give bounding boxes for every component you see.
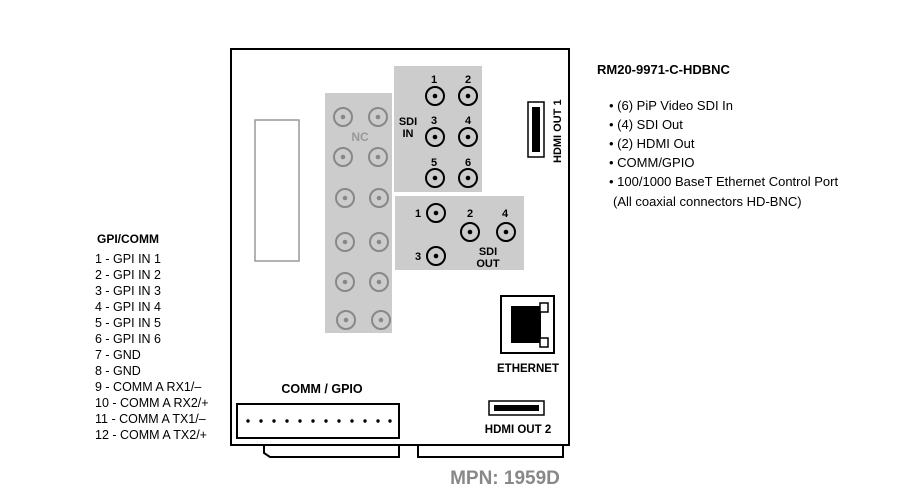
- nc-label: NC: [351, 130, 369, 144]
- pin-item: 12 - COMM A TX2/+: [95, 428, 207, 442]
- pin-item: 4 - GPI IN 4: [95, 300, 161, 314]
- ethernet-label: ETHERNET: [497, 363, 559, 375]
- ethernet-led: [539, 302, 549, 313]
- sdi-in-label-2: IN: [403, 128, 414, 140]
- pin-item: 7 - GND: [95, 348, 141, 362]
- terminal-pin: [376, 419, 380, 423]
- pin-item: 2 - GPI IN 2: [95, 268, 161, 282]
- sdi-out-number: 4: [502, 208, 509, 220]
- ethernet-led: [539, 337, 549, 348]
- ethernet-port-jack: [511, 306, 541, 343]
- terminal-pin: [259, 419, 263, 423]
- pin-item: 9 - COMM A RX1/–: [95, 380, 202, 394]
- feature-item: • COMM/GPIO: [609, 155, 695, 170]
- sdi-in-number: 5: [431, 157, 437, 169]
- model-number: RM20-9971-C-HDBNC: [597, 62, 730, 77]
- pin-item: 5 - GPI IN 5: [95, 316, 161, 330]
- hdmi-out-1-port-inner: [532, 107, 540, 152]
- coax-note: (All coaxial connectors HD-BNC): [613, 194, 802, 209]
- sdi-out-number: 3: [415, 251, 421, 263]
- terminal-pin: [388, 419, 392, 423]
- terminal-pins: [246, 419, 392, 423]
- feature-item: • 100/1000 BaseT Ethernet Control Port: [609, 174, 839, 189]
- gpi-comm-title: GPI/COMM: [97, 232, 159, 246]
- sdi-in-number: 6: [465, 157, 471, 169]
- blank-slot: [254, 119, 300, 262]
- terminal-pin: [350, 419, 354, 423]
- pin-item: 11 - COMM A TX1/–: [95, 412, 206, 426]
- gpi-pin-list: 1 - GPI IN 1 2 - GPI IN 2 3 - GPI IN 3 4…: [95, 251, 209, 443]
- pin-item: 8 - GND: [95, 364, 141, 378]
- pin-item: 6 - GPI IN 6: [95, 332, 161, 346]
- pin-item: 10 - COMM A RX2/+: [95, 396, 209, 410]
- sdi-out-label-2: OUT: [476, 258, 500, 270]
- hdmi-out-2-port-inner: [494, 405, 539, 411]
- hdmi-out-1-label: HDMI OUT 1: [552, 99, 564, 163]
- pin-item: 1 - GPI IN 1: [95, 252, 161, 266]
- terminal-pin: [272, 419, 276, 423]
- terminal-pin: [246, 419, 250, 423]
- terminal-pin: [298, 419, 302, 423]
- sdi-in-number: 4: [465, 115, 472, 127]
- terminal-pin: [337, 419, 341, 423]
- feature-item: • (2) HDMI Out: [609, 136, 695, 151]
- feature-list: • (6) PiP Video SDI In • (4) SDI Out • (…: [609, 96, 838, 191]
- feature-item: • (6) PiP Video SDI In: [609, 98, 734, 113]
- sdi-out-number: 2: [467, 208, 473, 220]
- coax-note-wrap: (All coaxial connectors HD-BNC): [613, 192, 802, 211]
- hdmi-out-2-label: HDMI OUT 2: [485, 424, 551, 436]
- terminal-pin: [363, 419, 367, 423]
- nc-panel: [325, 93, 392, 333]
- terminal-pin: [324, 419, 328, 423]
- sdi-in-label-1: SDI: [399, 116, 417, 128]
- card-tab-left: [263, 445, 400, 458]
- sdi-out-number: 1: [415, 208, 421, 220]
- sdi-out-panel: [395, 196, 524, 270]
- card-tab-right: [417, 445, 564, 458]
- comm-gpio-label: COMM / GPIO: [281, 382, 363, 396]
- sdi-in-number: 1: [431, 74, 437, 86]
- feature-item: • (4) SDI Out: [609, 117, 683, 132]
- comm-gpio-terminal: [236, 403, 400, 439]
- terminal-pin: [285, 419, 289, 423]
- sdi-in-number: 3: [431, 115, 437, 127]
- mpn-label: MPN: 1959D: [450, 468, 560, 489]
- terminal-pin: [311, 419, 315, 423]
- sdi-out-label-1: SDI: [479, 246, 497, 258]
- sdi-in-number: 2: [465, 74, 471, 86]
- pin-item: 3 - GPI IN 3: [95, 284, 161, 298]
